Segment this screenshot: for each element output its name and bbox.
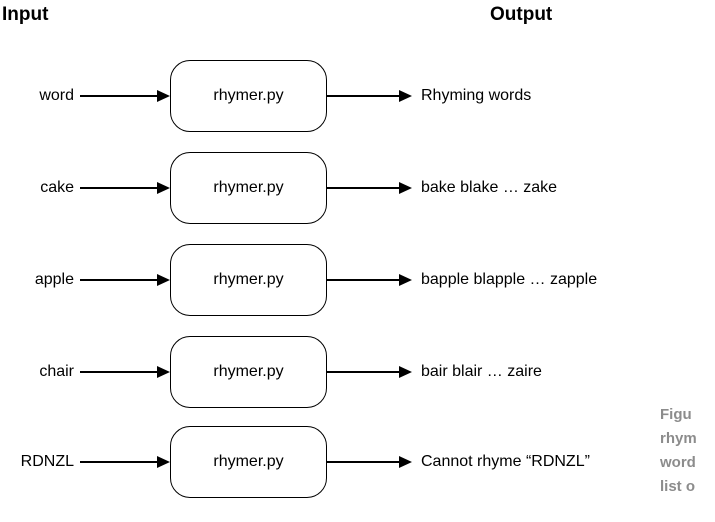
- output-column-header: Output: [490, 4, 553, 25]
- output-arrowhead-icon: [399, 90, 412, 102]
- output-arrowhead-icon: [399, 366, 412, 378]
- process-name-label: rhymer.py: [213, 453, 284, 470]
- input-column-header: Input: [2, 4, 49, 25]
- input-word-label: cake: [40, 179, 74, 196]
- input-word-label: word: [39, 87, 74, 104]
- process-name-label: rhymer.py: [213, 179, 284, 196]
- input-word-label: chair: [39, 363, 74, 380]
- input-arrow-line: [80, 461, 157, 463]
- input-word-label: RDNZL: [20, 453, 74, 470]
- input-arrowhead-icon: [157, 366, 170, 378]
- figure-caption-line: list o: [660, 478, 696, 495]
- output-arrowhead-icon: [399, 274, 412, 286]
- output-text-label: bapple blapple … zapple: [421, 271, 598, 288]
- output-arrow-line: [327, 279, 399, 281]
- process-box: rhymer.py: [170, 60, 327, 132]
- figure-caption: Figu rhym word list o: [660, 403, 697, 499]
- output-arrowhead-icon: [399, 182, 412, 194]
- input-word-label: apple: [34, 271, 74, 288]
- input-arrowhead-icon: [157, 90, 170, 102]
- process-box: rhymer.py: [170, 244, 327, 316]
- input-arrow-line: [80, 187, 157, 189]
- input-arrowhead-icon: [157, 456, 170, 468]
- input-arrow-line: [80, 371, 157, 373]
- output-arrow-line: [327, 187, 399, 189]
- process-name-label: rhymer.py: [213, 271, 284, 288]
- figure-caption-line: word: [660, 454, 696, 471]
- output-arrow-line: [327, 95, 399, 97]
- output-arrow-line: [327, 371, 399, 373]
- process-box: rhymer.py: [170, 336, 327, 408]
- output-text-label: bair blair … zaire: [421, 363, 542, 380]
- figure-caption-line: Figu: [660, 406, 692, 423]
- output-text-label: Rhyming words: [421, 87, 532, 104]
- output-text-label: bake blake … zake: [421, 179, 558, 196]
- figure-caption-line: rhym: [660, 430, 697, 447]
- process-name-label: rhymer.py: [213, 87, 284, 104]
- process-name-label: rhymer.py: [213, 363, 284, 380]
- input-arrow-line: [80, 279, 157, 281]
- process-box: rhymer.py: [170, 426, 327, 498]
- output-arrow-line: [327, 461, 399, 463]
- input-arrowhead-icon: [157, 182, 170, 194]
- process-box: rhymer.py: [170, 152, 327, 224]
- input-arrowhead-icon: [157, 274, 170, 286]
- output-arrowhead-icon: [399, 456, 412, 468]
- output-text-label: Cannot rhyme “RDNZL”: [421, 453, 590, 470]
- input-arrow-line: [80, 95, 157, 97]
